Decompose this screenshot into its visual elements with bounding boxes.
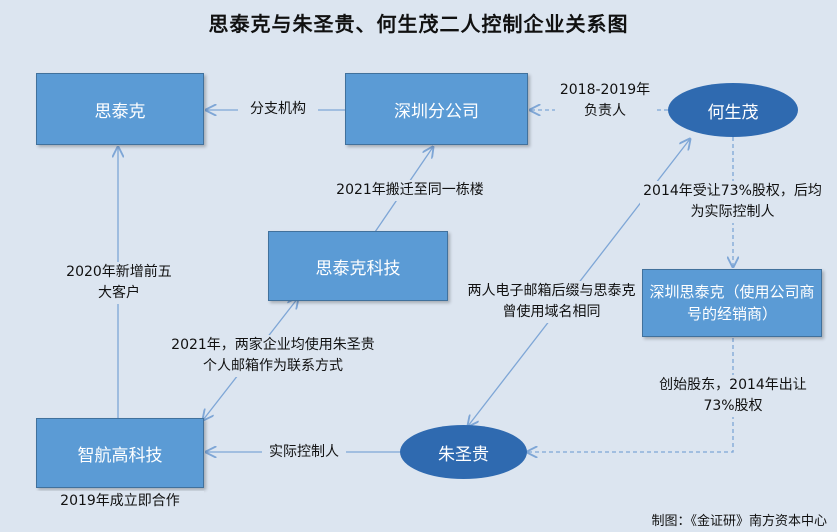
node-zhihanggao: 智航高科技	[36, 418, 204, 488]
node-shenzhen-branch: 深圳分公司	[345, 73, 528, 145]
diagram-title: 思泰克与朱圣贵、何生茂二人控制企业关系图	[208, 12, 629, 36]
label-transfer-in: 2014年受让73%股权，后均为实际控制人	[640, 181, 825, 223]
label-relocated: 2021年搬迁至同一栋楼	[320, 180, 500, 201]
node-sitaike: 思泰克	[36, 73, 204, 145]
label-new-customer: 2020年新增前五大客户	[64, 262, 174, 304]
node-he-shengmao: 何生茂	[668, 83, 798, 137]
label-branch: 分支机构	[238, 99, 318, 120]
label-responsible: 2018-2019年负责人	[555, 80, 655, 122]
label-cooperation: 2019年成立即合作	[36, 491, 204, 512]
label-actual-controller: 实际控制人	[262, 442, 346, 463]
label-shared-email: 2021年，两家企业均使用朱圣贵个人邮箱作为联系方式	[166, 335, 380, 377]
node-zhu-shenggui: 朱圣贵	[400, 425, 527, 479]
label-founder: 创始股东，2014年出让73%股权	[658, 375, 808, 417]
label-email-domain: 两人电子邮箱后缀与思泰克曾使用域名相同	[464, 281, 639, 323]
node-shenzhen-sitaike-distributor: 深圳思泰克（使用公司商号的经销商）	[642, 269, 822, 337]
node-sitaike-tech: 思泰克科技	[268, 231, 448, 301]
source-credit: 制图：《金证研》南方资本中心	[651, 514, 827, 529]
